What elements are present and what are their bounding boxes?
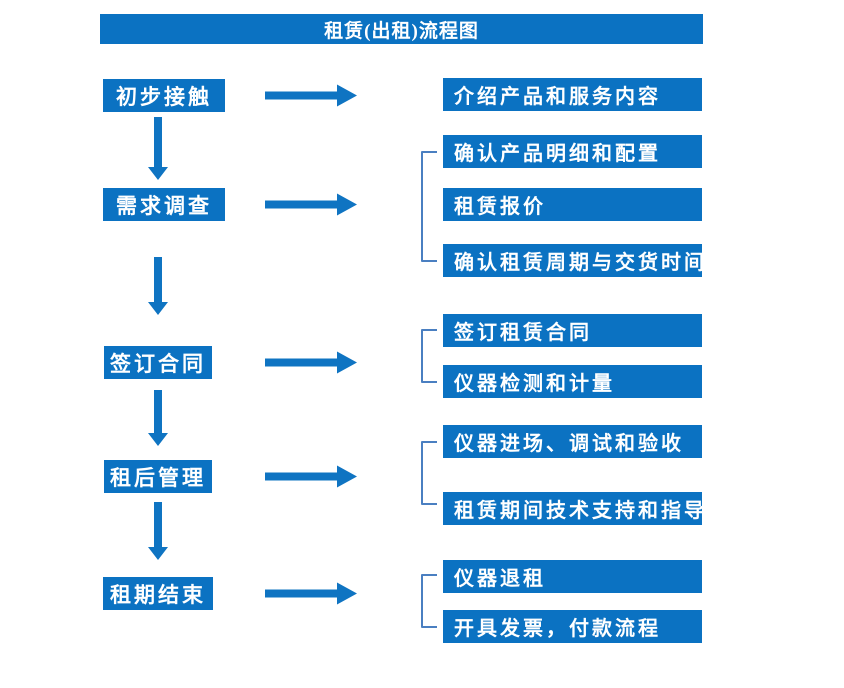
detail-label: 签订租赁合同 — [454, 322, 592, 344]
detail-label: 确认租赁周期与交货时间 — [454, 252, 707, 274]
group-bracket — [421, 574, 437, 628]
detail-label: 确认产品明细和配置 — [454, 143, 661, 165]
detail-box-introduce-products: 介绍产品和服务内容 — [443, 78, 702, 111]
step-box-initial-contact: 初步接触 — [103, 79, 225, 112]
detail-box-confirm-product-config: 确认产品明细和配置 — [443, 135, 702, 168]
detail-label: 租赁报价 — [454, 196, 546, 218]
arrow-right-icon — [265, 351, 357, 374]
detail-label: 介绍产品和服务内容 — [454, 86, 661, 108]
detail-box-rental-quote: 租赁报价 — [443, 188, 702, 221]
detail-label: 开具发票，付款流程 — [454, 618, 661, 640]
group-bracket — [421, 329, 437, 383]
arrow-down-icon — [148, 117, 168, 180]
detail-box-confirm-period-delivery: 确认租赁周期与交货时间 — [443, 244, 704, 277]
step-label: 租后管理 — [110, 465, 206, 490]
detail-box-instrument-inspection: 仪器检测和计量 — [443, 365, 702, 398]
step-box-post-rental-management: 租后管理 — [104, 460, 212, 493]
step-box-sign-contract: 签订合同 — [104, 346, 212, 379]
detail-box-instrument-return: 仪器退租 — [443, 560, 702, 593]
detail-box-sign-rental-contract: 签订租赁合同 — [443, 314, 702, 347]
detail-label: 仪器进场、调试和验收 — [454, 433, 684, 455]
arrow-right-icon — [265, 84, 357, 107]
detail-box-invoice-payment: 开具发票，付款流程 — [443, 610, 702, 643]
detail-label: 仪器检测和计量 — [454, 373, 615, 395]
step-label: 需求调查 — [116, 193, 212, 218]
flowchart-title: 租赁(出租)流程图 — [324, 20, 479, 42]
step-box-demand-survey: 需求调查 — [103, 188, 225, 221]
detail-box-instrument-arrival-acceptance: 仪器进场、调试和验收 — [443, 425, 702, 458]
step-label: 租期结束 — [110, 582, 206, 607]
detail-box-technical-support: 租赁期间技术支持和指导 — [443, 492, 704, 525]
step-label: 签订合同 — [110, 351, 206, 376]
group-bracket — [421, 151, 437, 262]
arrow-right-icon — [265, 465, 357, 488]
flowchart-title-bar: 租赁(出租)流程图 — [100, 14, 703, 44]
group-bracket — [421, 441, 437, 505]
arrow-right-icon — [265, 582, 357, 605]
arrow-down-icon — [148, 390, 168, 446]
step-label: 初步接触 — [116, 84, 212, 109]
arrow-right-icon — [265, 193, 357, 216]
arrow-down-icon — [148, 502, 168, 560]
arrow-down-icon — [148, 257, 168, 315]
detail-label: 仪器退租 — [454, 568, 546, 590]
detail-label: 租赁期间技术支持和指导 — [454, 500, 707, 522]
step-box-rental-end: 租期结束 — [103, 577, 213, 610]
